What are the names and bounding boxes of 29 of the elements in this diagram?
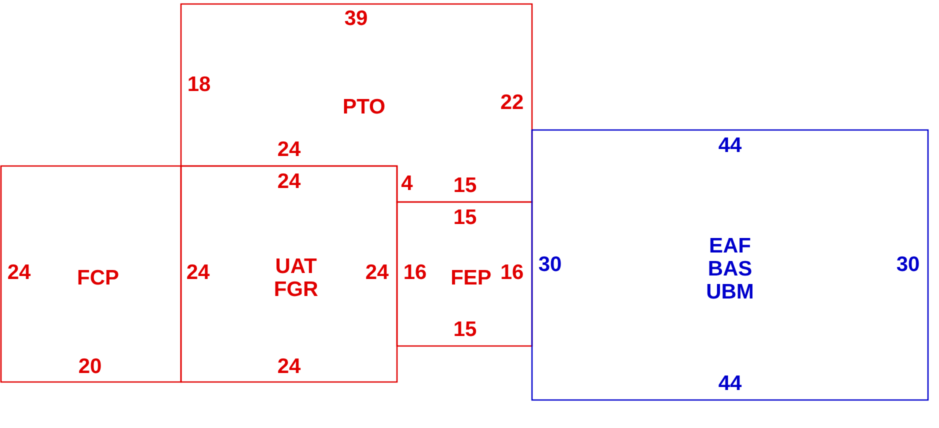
dimension-label: 24 — [186, 261, 210, 285]
room-name: FCP — [76, 266, 120, 290]
dimension-label: 24 — [277, 170, 301, 194]
dimension-label: 30 — [538, 253, 562, 277]
dimension-label: 30 — [896, 253, 920, 277]
room-box — [181, 166, 397, 382]
dimension-label: 20 — [78, 355, 102, 379]
dimension-label: 16 — [403, 261, 427, 285]
dimension-label: 15 — [453, 174, 477, 198]
dimension-label: 24 — [277, 355, 301, 379]
room-box — [532, 130, 928, 400]
room-box — [397, 202, 532, 346]
room-name: EAF BAS UBM — [705, 234, 755, 304]
dimension-label: 24 — [7, 261, 31, 285]
dimension-label: 15 — [453, 206, 477, 230]
dimension-label: 44 — [718, 134, 742, 158]
dimension-label: 15 — [453, 318, 477, 342]
room-name: UAT FGR — [272, 255, 320, 301]
room-name: PTO — [342, 96, 386, 118]
dimension-label: 4 — [401, 172, 413, 196]
dimension-label: 22 — [500, 91, 524, 115]
dimension-label: 39 — [344, 7, 368, 31]
dimension-label: 18 — [187, 73, 211, 97]
room-name: FEP — [450, 266, 492, 290]
dimension-label: 44 — [718, 372, 742, 396]
dimension-label: 24 — [277, 138, 301, 162]
room-box — [1, 166, 181, 382]
dimension-label: 16 — [500, 261, 524, 285]
dimension-label: 24 — [365, 261, 389, 285]
